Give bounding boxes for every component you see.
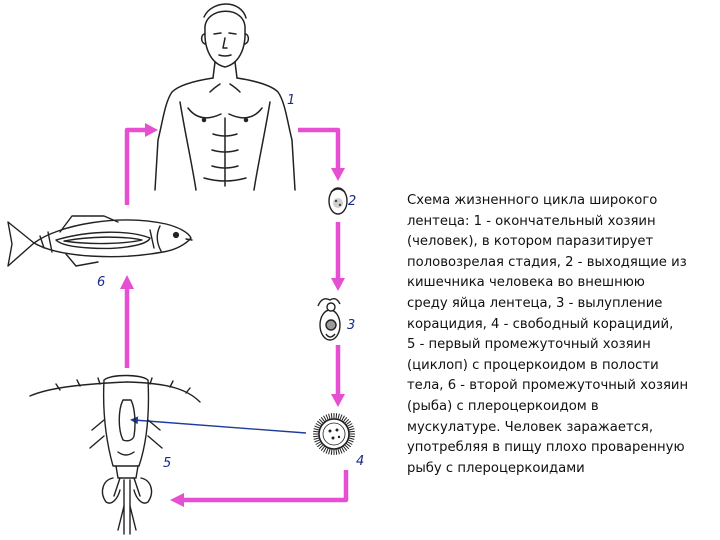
cilium	[316, 442, 323, 448]
cilium	[341, 415, 345, 422]
cilium	[346, 423, 353, 427]
label-2: 2	[348, 194, 356, 209]
cilium	[318, 418, 324, 424]
cilium	[330, 413, 333, 420]
cilium	[337, 413, 340, 420]
label-6: 6	[97, 275, 105, 290]
arrow-human-to-egg	[298, 127, 341, 170]
cilium	[325, 447, 329, 454]
cilium	[314, 425, 321, 429]
cilium	[320, 416, 326, 423]
cilium	[347, 439, 354, 443]
cilium	[328, 448, 331, 455]
arrow-coracidium-pointer	[130, 416, 307, 434]
cilium	[342, 416, 348, 423]
copepod-icon	[29, 374, 201, 535]
cilium	[313, 430, 320, 433]
human-figure-icon	[154, 3, 296, 191]
arrow-fish-to-human	[124, 127, 147, 205]
coracidium-icon	[313, 413, 355, 455]
cilium	[323, 415, 327, 422]
cilium	[344, 418, 350, 424]
cilium	[342, 445, 348, 452]
fish-icon	[7, 215, 193, 267]
cilium	[344, 444, 350, 450]
cilium	[348, 428, 355, 431]
arrow-copepod-to-fish-head	[120, 275, 134, 289]
label-5: 5	[163, 456, 171, 471]
cilium	[330, 448, 333, 455]
cilium	[345, 442, 352, 448]
arrow-fish-to-human-head	[145, 123, 158, 137]
cilium	[337, 448, 340, 455]
hatching-egg-icon	[317, 297, 341, 341]
cilium	[320, 445, 326, 452]
cilium	[345, 420, 352, 426]
cilium	[348, 435, 355, 438]
label-4: 4	[356, 454, 364, 469]
cilium	[313, 435, 320, 438]
arrow-human-to-egg-head	[331, 168, 345, 181]
cilium	[347, 425, 354, 429]
label-1: 1	[287, 93, 295, 108]
cilium	[335, 413, 338, 420]
arrow-coracidium-to-copepod-head	[170, 493, 184, 507]
cilium	[313, 428, 320, 431]
cilium	[348, 437, 355, 440]
cilium	[323, 446, 327, 453]
cilium	[339, 414, 343, 421]
arrow-egg-to-hatching-head	[331, 278, 345, 291]
cycle-arrows	[120, 123, 349, 507]
cilium	[325, 414, 329, 421]
cilium	[341, 446, 345, 453]
cilium	[335, 448, 338, 455]
cilium	[316, 420, 323, 426]
cilium	[348, 430, 355, 433]
cilium	[318, 444, 324, 450]
cilium	[315, 441, 322, 445]
cilium	[339, 447, 343, 454]
arrow-coracidium-to-copepod	[182, 470, 349, 503]
arrow-hatching-to-coracidium-head	[331, 394, 345, 407]
cilium	[313, 437, 320, 440]
cilium	[328, 413, 331, 420]
cilium	[314, 439, 321, 443]
egg-icon	[328, 187, 348, 215]
cilium	[346, 441, 353, 445]
diagram-caption: Схема жизненного цикла широкого лентеца:…	[407, 193, 689, 476]
label-3: 3	[347, 318, 355, 333]
cilium	[315, 423, 322, 427]
